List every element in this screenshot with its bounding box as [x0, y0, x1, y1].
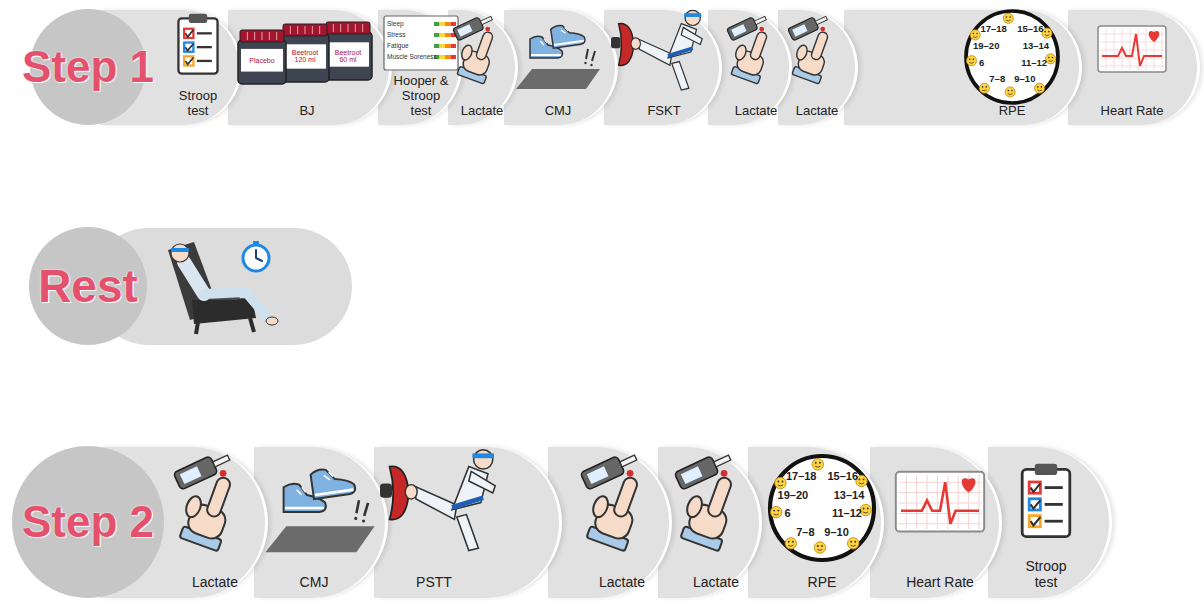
- step-label: Stroop test: [1018, 558, 1074, 590]
- hooper-item: Muscle Soreness: [387, 54, 437, 61]
- person-body: [184, 262, 204, 294]
- step-label: CMJ: [528, 104, 588, 119]
- step-label: Stroop test: [173, 89, 223, 119]
- step-segment: Stroop test: [988, 447, 1112, 598]
- rpe-scale-number: 6: [768, 508, 808, 520]
- step-segment: Heart Rate: [1068, 10, 1200, 125]
- step-segment: Lactate: [548, 447, 672, 598]
- step-segment: RPE: [748, 447, 884, 598]
- step-label: PSTT: [399, 574, 469, 590]
- step-label: Heart Rate: [895, 574, 985, 590]
- step-segment: PSTT: [374, 447, 562, 598]
- step-circle: Step 2: [12, 446, 164, 598]
- step-label: RPE: [982, 104, 1042, 119]
- person-foot: [266, 317, 278, 325]
- step-label: Heart Rate: [1092, 104, 1172, 119]
- rpe-scale-number: 9–10: [817, 527, 857, 539]
- rpe-scale-number: 17–18: [974, 24, 1014, 34]
- step-circle: Step 1: [30, 9, 146, 125]
- rpe-scale-number: 9–10: [1005, 74, 1045, 84]
- person-headband: [171, 248, 189, 252]
- step-segment: BJ: [228, 10, 392, 125]
- clock-hands: [256, 250, 262, 261]
- chair-leg: [196, 322, 198, 334]
- bottle-label-text: Beetroot 60 ml: [330, 49, 366, 64]
- rpe-scale-number: 11–12: [1014, 58, 1054, 68]
- chair-seat: [192, 298, 256, 324]
- clock-face: [243, 245, 269, 271]
- step-segment: Heart Rate: [870, 447, 1002, 598]
- step-label: FSKT: [634, 104, 694, 119]
- step-label: Lactate: [180, 574, 250, 590]
- step-label: BJ: [277, 104, 337, 119]
- chair-back: [168, 242, 220, 320]
- rpe-scale-number: 13–14: [829, 490, 869, 502]
- step-title: Step 2: [22, 497, 154, 547]
- hooper-item: Stress: [387, 32, 405, 39]
- hooper-item: Fatigue: [387, 43, 409, 50]
- person-legs: [204, 292, 268, 318]
- step-label: Hooper & Stroop test: [390, 74, 452, 119]
- rpe-scale-number: 7–8: [785, 527, 825, 539]
- clock-button: [253, 241, 259, 245]
- bottle-label-text: Placebo: [242, 57, 282, 64]
- rpe-scale-number: 11–12: [827, 508, 867, 520]
- step-segment: CMJ: [254, 447, 388, 598]
- rpe-scale-number: 19–20: [966, 41, 1006, 51]
- step-segment: Lactate: [658, 447, 762, 598]
- step-label: CMJ: [279, 574, 349, 590]
- chair-leg: [250, 318, 254, 332]
- step-title: Step 1: [22, 42, 154, 92]
- rpe-scale-number: 13–14: [1016, 41, 1056, 51]
- step-circle: Rest: [29, 227, 147, 345]
- bottle-label-text: Beetroot 120 ml: [287, 49, 323, 64]
- rpe-scale-number: 15–16: [823, 471, 863, 483]
- rpe-scale-number: 6: [962, 58, 1002, 68]
- person-head: [171, 244, 189, 262]
- rpe-scale-number: 17–18: [781, 471, 821, 483]
- step-title: Rest: [38, 259, 138, 313]
- rpe-scale-number: 7–8: [977, 74, 1017, 84]
- step-label: Lactate: [726, 104, 786, 119]
- hooper-item: Sleep: [387, 21, 404, 28]
- step-segment: FSKT: [604, 10, 722, 125]
- rpe-scale-number: 15–16: [1010, 24, 1050, 34]
- chair-arm: [204, 290, 240, 300]
- rpe-scale-number: 19–20: [773, 490, 813, 502]
- step-label: Lactate: [787, 104, 847, 119]
- step-label: Lactate: [587, 574, 657, 590]
- step-segment: CMJ: [504, 10, 618, 125]
- step-label: Lactate: [452, 104, 512, 119]
- armchair-icon: [168, 241, 278, 334]
- step-label: RPE: [787, 574, 857, 590]
- step-label: Lactate: [681, 574, 751, 590]
- step-segment: RPE: [844, 10, 1082, 125]
